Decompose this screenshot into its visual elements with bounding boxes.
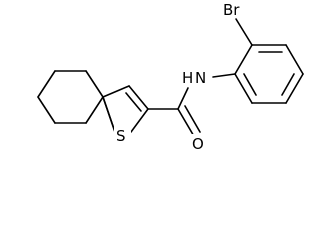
bond-c6-c7 — [37, 96, 56, 124]
bond-c3a-c3 — [102, 85, 130, 98]
bond-c3a-c4 — [85, 70, 104, 98]
amide-hydrogen-label: H — [182, 69, 193, 87]
thiophene-sulfur-label: S — [116, 127, 126, 145]
nitrogen-label-bg — [181, 69, 212, 86]
cyclohexane-ring — [37, 70, 104, 124]
bond-nitrogen-aryl — [212, 73, 236, 78]
bond-ph-inner-3 — [243, 73, 257, 96]
bond-c7a-ring — [85, 96, 104, 124]
sulfur-label-bg — [114, 126, 131, 145]
carbonyl-oxygen-label: O — [192, 135, 204, 153]
bond-ph-inner-2 — [281, 73, 295, 96]
bond-c5-c6 — [37, 70, 56, 98]
bond-carbonyl-oxygen — [177, 108, 196, 139]
bromophenyl-ring — [234, 18, 304, 104]
amide-nitrogen-label: N — [195, 69, 206, 87]
bond-ph-c1-c2 — [234, 44, 253, 75]
amide-group — [147, 73, 236, 139]
chemical-structure: Br H N S O — [37, 1, 304, 153]
bond-ph-bromine — [235, 18, 253, 46]
bond-carbonyl-oxygen-double — [184, 105, 201, 133]
bond-c3-c2 — [128, 85, 149, 110]
bond-carbonyl-nitrogen — [177, 87, 189, 110]
oxygen-label-bg — [190, 134, 206, 153]
bond-ph-c3-c4 — [285, 44, 304, 75]
thiophene-ring — [102, 85, 149, 133]
bromine-label-bg — [221, 1, 245, 18]
bond-c2-s — [130, 108, 149, 133]
bromine-label: Br — [223, 1, 240, 19]
bond-ph-c6-c1 — [234, 73, 253, 104]
bond-c3a-c7a-double — [102, 96, 116, 133]
bond-c3-c2-double — [125, 92, 142, 112]
bond-ph-c4-c5 — [285, 73, 304, 104]
